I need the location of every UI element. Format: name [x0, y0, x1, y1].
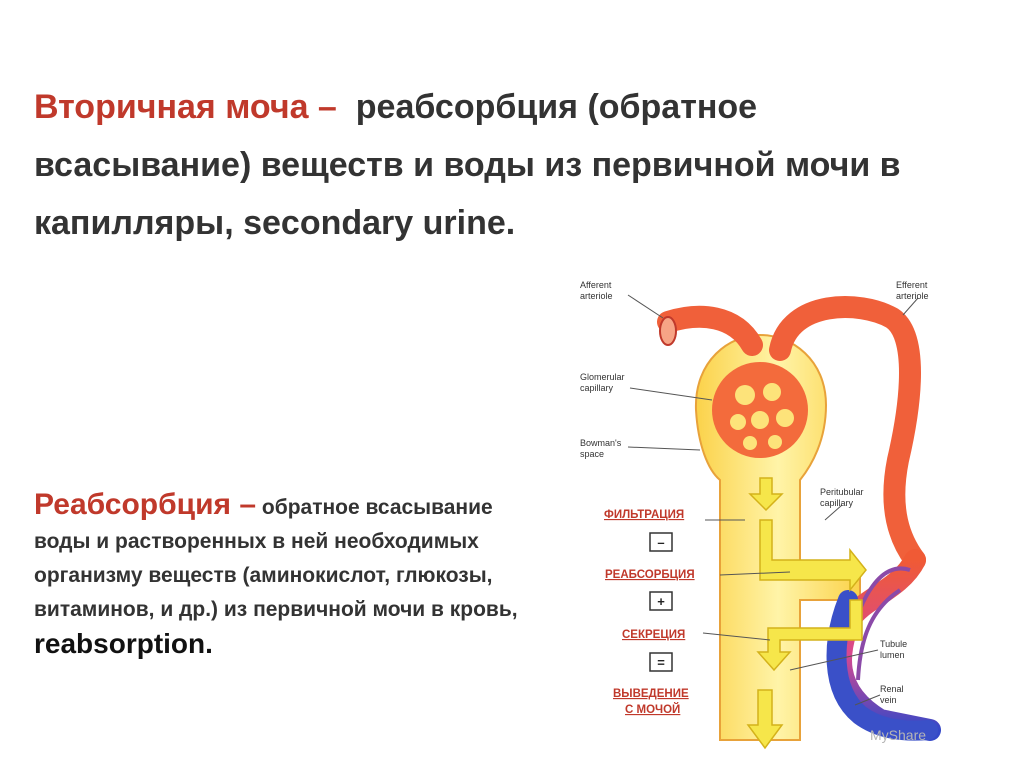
title-highlight: Вторичная моча –	[34, 88, 337, 126]
step-secretion: СЕКРЕЦИЯ	[622, 629, 685, 641]
operator-minus: –	[657, 535, 664, 550]
glomerular-capillary	[712, 362, 808, 458]
afferent-label-1: Afferent	[580, 280, 612, 290]
watermark: MyShare	[870, 727, 926, 743]
tubule-label-2: lumen	[880, 650, 905, 660]
efferent-label-2: arteriole	[896, 291, 929, 301]
efferent-arteriole	[769, 296, 926, 571]
efferent-label-1: Efferent	[896, 280, 928, 290]
definition-body: обратное всасывание воды и растворенных …	[34, 496, 518, 621]
glomerular-label-1: Glomerular	[580, 372, 625, 382]
bowman-label-1: Bowman's	[580, 438, 622, 448]
leader-lines	[627, 294, 919, 706]
operator-equals-box	[649, 652, 673, 672]
tubule-label-1: Tubule	[880, 639, 907, 649]
renal-vein-label-1: Renal	[880, 684, 904, 694]
bowman-label-2: space	[580, 449, 604, 459]
operator-equals: =	[657, 655, 665, 670]
definition-text: Реабсорбция – обратное всасывание воды и…	[34, 488, 554, 664]
nephron-diagram: Afferent arteriole Efferent arteriole Gl…	[580, 280, 941, 750]
step-filtration: ФИЛЬТРАЦИЯ	[604, 509, 684, 521]
renal-vein-label-2: vein	[880, 695, 897, 705]
operator-plus: +	[657, 594, 665, 609]
operator-plus-box	[649, 591, 673, 611]
step-excretion-2: С МОЧОЙ	[625, 703, 680, 716]
step-excretion-1: ВЫВЕДЕНИЕ	[613, 688, 689, 700]
glomerular-label-2: capillary	[580, 383, 614, 393]
peritubular-label-2: capillary	[820, 498, 854, 508]
afferent-label-2: arteriole	[580, 291, 613, 301]
operator-minus-box	[649, 532, 673, 552]
definition-english: reabsorption.	[34, 628, 213, 659]
definition-highlight: Реабсорбция –	[34, 488, 257, 521]
slide-title: Вторичная моча – реабсорбция (обратное в…	[34, 78, 934, 252]
peritubular-label-1: Peritubular	[820, 487, 864, 497]
afferent-opening	[659, 316, 677, 346]
afferent-arteriole	[657, 305, 763, 356]
step-reabsorption: РЕАБСОРБЦИЯ	[605, 569, 695, 581]
title-text: реабсорбция (обратное всасывание) вещест…	[34, 88, 901, 242]
